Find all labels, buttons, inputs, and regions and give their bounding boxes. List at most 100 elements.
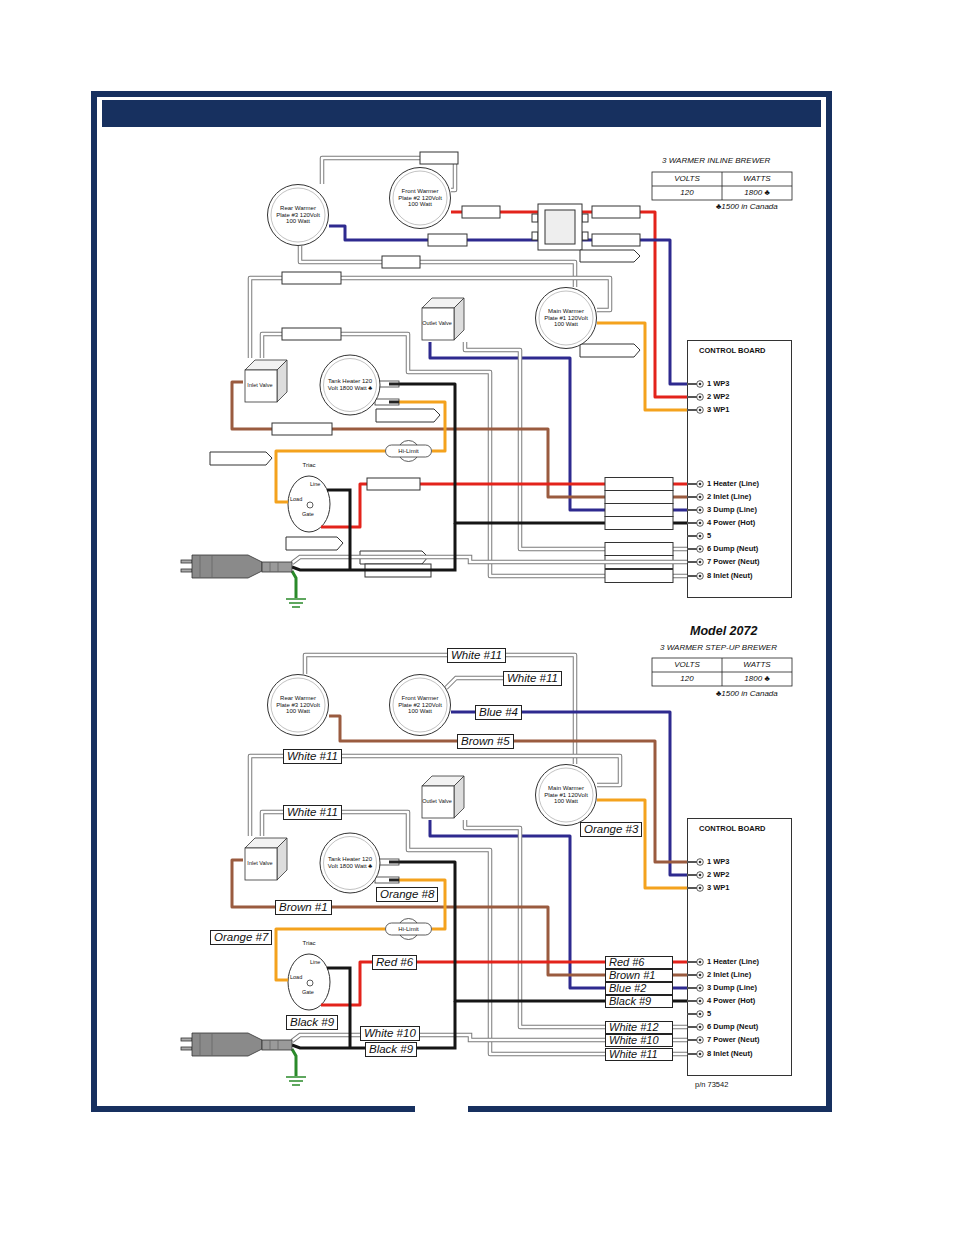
wire-outline <box>262 334 687 576</box>
plate-rim <box>390 168 451 229</box>
blank-wire-tag-part <box>272 423 332 435</box>
terminal-name: Load <box>290 974 302 981</box>
text-slot: 4 Power (Hot) <box>707 518 755 528</box>
terminal-name: 2 WP2 <box>707 392 730 402</box>
text-slot: White #11 <box>283 805 342 820</box>
terminal-wire-tag: Brown #1 <box>605 969 673 982</box>
wire-outline <box>465 342 687 549</box>
terminal-screw <box>699 961 702 964</box>
component-outline <box>420 296 470 342</box>
wire-tag: Orange #8 <box>376 887 438 902</box>
terminal <box>697 494 704 501</box>
power-cord-bottom <box>181 968 687 1085</box>
text-slot: 120 <box>652 673 722 684</box>
note: 3 WARMER INLINE BREWER <box>662 156 770 166</box>
triac-body <box>288 476 330 532</box>
terminal-name: 3 WP1 <box>707 883 730 893</box>
heater-pin-tip <box>389 401 399 404</box>
spec-table-grid-part <box>652 658 792 686</box>
plug-part <box>181 1038 192 1041</box>
wire-core <box>250 756 620 836</box>
terminal-stub <box>687 1053 697 1055</box>
text-slot: Line <box>310 481 320 488</box>
model-number: Model 2072 <box>690 624 757 639</box>
wire-connector-block <box>532 204 588 250</box>
triac-lead <box>327 967 335 970</box>
text-slot: 7 Power (Neut) <box>707 557 760 567</box>
blank-wire-tag-part <box>462 206 500 218</box>
plate-label: Rear Warmer Plate #3 120Volt 100 Watt <box>275 205 321 226</box>
tank-heater: Tank Heater 120 Volt 1800 Watt ♣ <box>319 832 399 894</box>
wire-tag: Blue #4 <box>475 705 522 720</box>
terminal-stub <box>687 1013 697 1015</box>
wire-core <box>465 820 687 1027</box>
component-outline <box>420 774 470 820</box>
wire-core <box>597 800 687 888</box>
plug-part <box>200 1033 212 1056</box>
terminal <box>697 985 704 992</box>
terminal-name: 4 Power (Hot) <box>707 518 755 528</box>
wire-tag: Red #6 <box>372 955 417 970</box>
hi-limit-body <box>386 445 432 457</box>
warmer-plate: Main Warmer Plate #1 120Volt 100 Watt <box>535 764 597 826</box>
plug-part <box>262 1040 292 1050</box>
wire-tag: White #11 <box>283 805 342 820</box>
terminal <box>697 972 704 979</box>
blank-wire-tag-part <box>580 344 640 357</box>
plate-label: Main Warmer Plate #1 120Volt 100 Watt <box>543 308 589 329</box>
text-slot: 7 Power (Neut) <box>707 1035 760 1045</box>
neutral-wire <box>250 756 620 836</box>
control-board: CONTROL BOARD1 WP32 WP23 WP11 Heater (Li… <box>687 340 792 598</box>
note: ♣1500 in Canada <box>716 202 778 212</box>
wire-tag: Orange #3 <box>580 822 642 837</box>
terminal <box>697 573 704 580</box>
terminal-screw <box>699 1000 702 1003</box>
text-slot: 1800 ♣ <box>722 187 792 198</box>
text-slot: Gate <box>302 511 314 518</box>
triac-lead <box>321 526 335 529</box>
terminal-name: 1 WP3 <box>707 857 730 867</box>
terminal-stub <box>687 535 697 537</box>
triac-lead <box>327 489 335 492</box>
triac-hole <box>307 980 313 986</box>
wire-core <box>262 812 687 1054</box>
terminal-name: 7 Power (Neut) <box>707 557 760 567</box>
text-slot: Brown #1 <box>275 900 332 915</box>
triac-lead <box>283 501 288 504</box>
text-slot: Black #9 <box>286 1015 338 1030</box>
terminal <box>697 859 704 866</box>
terminal-wire-tag: White #10 <box>605 1034 673 1047</box>
terminal-stub <box>687 483 697 485</box>
table-cell: 1800 ♣ <box>722 673 792 684</box>
plate-rim <box>390 675 451 736</box>
terminal <box>697 533 704 540</box>
text-slot: Model 2072 <box>690 624 757 639</box>
text-slot: Rear Warmer Plate #3 120Volt 100 Watt <box>275 184 321 246</box>
terminal-stub <box>687 496 697 498</box>
terminal-stub <box>687 1000 697 1002</box>
terminal-name: 3 Dump (Line) <box>707 983 757 993</box>
text-slot: Red #6 <box>372 955 417 970</box>
text-slot: Front Warmer Plate #2 120Volt 100 Watt <box>397 674 443 736</box>
text-slot: Red #6 <box>605 956 673 969</box>
text-slot: 1 Heater (Line) <box>707 479 759 489</box>
terminal <box>697 546 704 553</box>
wire <box>399 862 687 1001</box>
wire-outline <box>250 756 620 836</box>
terminal-name: 5 <box>707 531 711 541</box>
spec-table-grid-part <box>652 658 792 686</box>
plate-ring <box>393 678 447 732</box>
terminal-screw <box>699 974 702 977</box>
terminal-screw <box>699 1053 702 1056</box>
solenoid-valve: Inlet Valve <box>243 836 291 884</box>
valve-side <box>277 360 287 402</box>
text-slot: 3 WARMER INLINE BREWER <box>662 156 770 166</box>
text-slot: Gate <box>302 989 314 996</box>
blank-wire-tag-part <box>210 452 272 465</box>
wire-tag: Black #9 <box>286 1015 338 1030</box>
wire-tag: Black #9 <box>365 1042 417 1057</box>
blank-wire-tag-part <box>580 250 640 262</box>
wire-connector-block-part <box>582 214 588 222</box>
terminal-name: 1 Heater (Line) <box>707 479 759 489</box>
plate-rim <box>536 288 597 349</box>
